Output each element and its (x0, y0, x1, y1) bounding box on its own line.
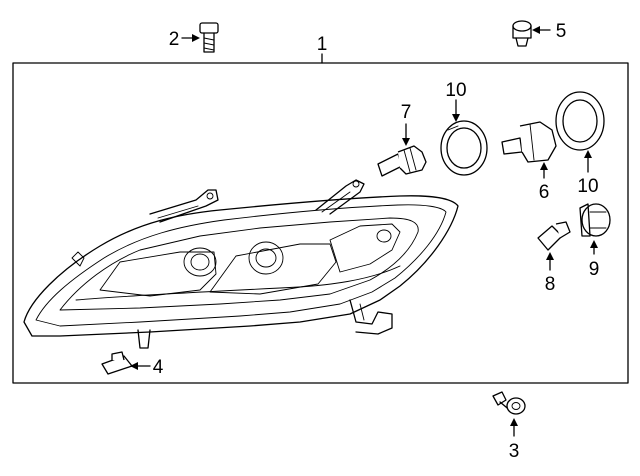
callout-6: 6 (539, 182, 550, 203)
callout-5: 5 (556, 21, 567, 42)
assembly-frame (12, 62, 629, 384)
callout-1: 1 (317, 34, 328, 55)
callout-3: 3 (509, 441, 520, 462)
headlamp-assembly (23, 179, 459, 349)
bulb-part-6 (501, 121, 557, 163)
callout-7: 7 (401, 102, 412, 123)
clip-nut-part-4 (101, 351, 133, 375)
screw-part-2 (199, 22, 219, 53)
clip-part-5 (512, 20, 532, 47)
callout-2: 2 (169, 29, 180, 50)
socket-part-9 (579, 203, 611, 237)
callout-9: 9 (589, 259, 600, 280)
callout-4: 4 (153, 357, 164, 378)
seal-right-part-10 (555, 91, 605, 151)
seal-left-part-10 (440, 120, 488, 176)
small-bulb-part-8 (537, 221, 571, 251)
callout-10-right: 10 (577, 176, 598, 197)
callout-10-left: 10 (445, 80, 466, 101)
callout-8: 8 (545, 274, 556, 295)
bulb-part-7 (377, 145, 427, 177)
bolt-part-3 (492, 391, 526, 415)
